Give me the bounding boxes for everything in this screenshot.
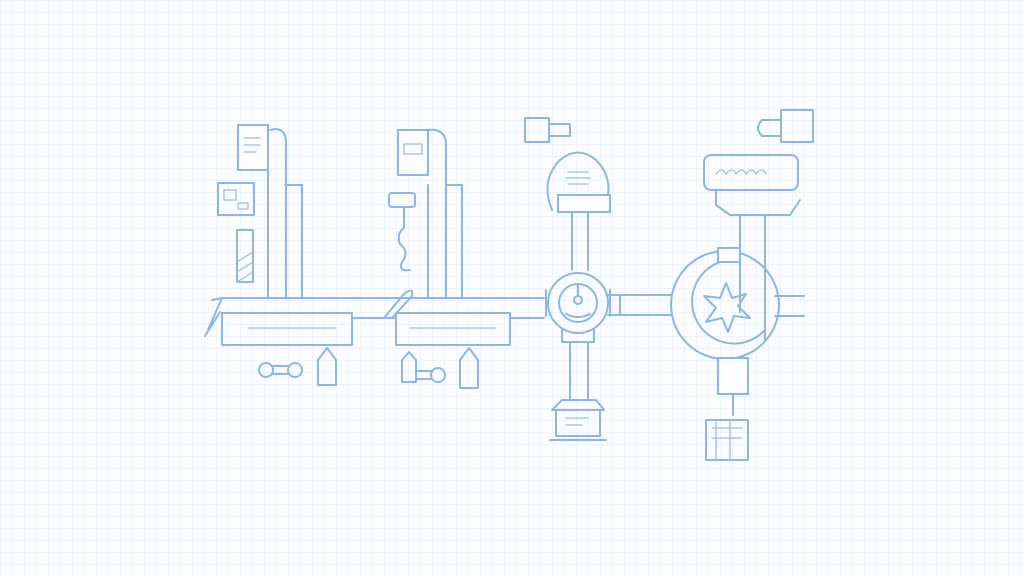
header-tank: [703, 154, 799, 191]
impeller-star: [703, 282, 751, 333]
intake-line-2: [388, 128, 511, 389]
roller-pump-icon-1: [258, 362, 303, 378]
document-icon-1: [237, 124, 269, 171]
valve-unit: [524, 117, 611, 441]
document-icon-4: [780, 109, 814, 143]
intake-line-1: [204, 124, 353, 386]
bottle-icon-1: [317, 347, 337, 386]
dome-tank: [546, 151, 610, 211]
tag-icon: [388, 192, 416, 208]
main-horizontal-pipe: [221, 297, 545, 319]
output-box: [549, 399, 607, 441]
document-icon-2: [397, 129, 429, 176]
small-tank-icon: [401, 351, 417, 383]
inlet-flap: [204, 297, 223, 337]
control-panel-icon: [217, 182, 255, 216]
bottle-icon-2: [459, 347, 479, 389]
tank-1: [221, 312, 353, 346]
valve-outer: [547, 272, 609, 334]
machine-icon: [705, 419, 749, 461]
pump-casing-inner: [691, 261, 766, 345]
pump-outlet: [717, 357, 749, 395]
pipe-joint: [383, 289, 414, 319]
t-header: [557, 194, 611, 213]
vertical-pipe-2: [427, 128, 463, 299]
hatched-cylinder-icon: [236, 229, 254, 283]
chain-hook-icon: [397, 206, 411, 272]
pump-unit: [670, 109, 814, 461]
connector-pipe: [607, 294, 673, 316]
document-icon-3: [524, 117, 550, 143]
tank-2: [395, 312, 511, 346]
roller-pump-icon-2: [415, 367, 446, 383]
